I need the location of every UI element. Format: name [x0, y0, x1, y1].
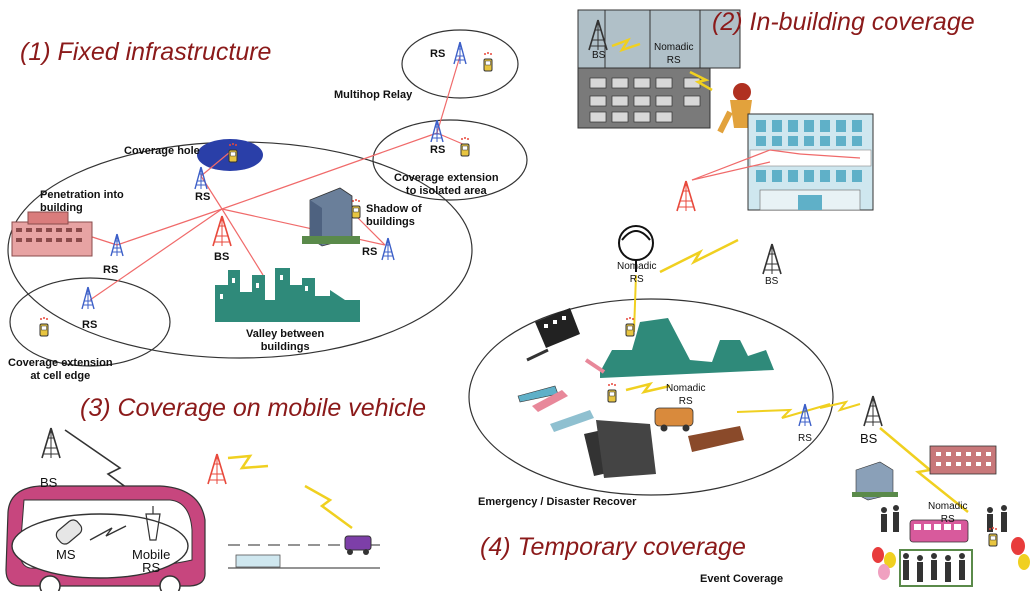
mobile-station-icon	[460, 136, 470, 157]
mobile-station-icon	[351, 198, 361, 219]
wireless-link-icon	[689, 70, 713, 92]
rs-tower-icon	[798, 403, 812, 427]
section-title-mobile-vehicle: (3) Coverage on mobile vehicle	[80, 394, 427, 422]
rs-label: RS	[362, 246, 378, 258]
rs-tower-icon	[381, 237, 395, 261]
emergency-area-ellipse	[468, 298, 834, 496]
fixed-infrastructure-section: Multihop Relay	[7, 29, 528, 367]
relay-links	[85, 55, 466, 301]
event-coverage-label: Event Coverage	[700, 573, 784, 585]
glass-building-icon	[747, 113, 874, 211]
rs-label: RS	[103, 264, 119, 276]
valley-between-buildings-label: Valley between buildings	[246, 328, 325, 353]
emergency-label: Emergency / Disaster Recover	[478, 496, 637, 508]
in-building-links	[691, 149, 861, 181]
balloons-icon	[872, 537, 1030, 580]
mobile-vehicle-section	[5, 427, 380, 591]
bs-label: BS	[214, 251, 230, 263]
coverage-hole-label: Coverage hole	[124, 145, 200, 157]
rs-tower-icon	[194, 166, 208, 190]
bs-tower-icon	[762, 243, 782, 275]
nomadic-rs-label: Nomadic RS	[666, 383, 706, 407]
nomadic-rs-label: Nomadic RS	[928, 501, 968, 525]
mobile-rs-icon	[145, 506, 161, 541]
road-and-car-icon	[228, 535, 380, 569]
coverage-extension-edge-label: Coverage extension at cell edge	[8, 357, 113, 382]
bs-tower-icon	[676, 180, 696, 212]
person-with-phone-icon	[717, 83, 752, 134]
rs-tower-icon	[110, 233, 124, 257]
event-buildings-icon	[852, 445, 997, 501]
penetration-label: Penetration into building	[40, 189, 124, 214]
section-title-temporary: (4) Temporary coverage	[480, 533, 746, 561]
bs-tower-icon	[41, 427, 61, 459]
nomadic-rs-label: Nomadic RS	[617, 261, 657, 285]
rs-label: RS	[195, 191, 211, 203]
shadow-building-icon	[302, 187, 360, 247]
multihop-ellipse	[401, 29, 519, 99]
shadow-of-buildings-label: Shadow of buildings	[366, 203, 422, 228]
in-building-section	[577, 9, 874, 212]
coverage-extension-isolated-label: Coverage extension to isolated area	[394, 172, 499, 197]
bs-tower-icon	[207, 453, 227, 485]
mobile-station-icon	[625, 316, 635, 337]
rs-label: RS	[430, 144, 446, 156]
cell-edge-ellipse	[9, 277, 171, 367]
valley-buildings-icon	[215, 268, 360, 322]
mobile-station-icon	[483, 51, 493, 72]
wireless-link-icon	[879, 427, 969, 513]
ms-phone-icon	[55, 519, 83, 545]
mobile-station-icon	[39, 316, 49, 337]
wireless-link-icon	[611, 37, 641, 53]
temporary-coverage-section	[468, 225, 1030, 587]
office-building-icon	[577, 9, 741, 129]
wireless-link-icon	[736, 403, 831, 419]
bs-tower-icon	[863, 395, 883, 427]
penetration-building-icon	[11, 211, 93, 257]
bus-icon	[5, 485, 206, 591]
wireless-link-icon	[227, 454, 269, 470]
rs-tower-icon	[430, 119, 444, 143]
tether-line	[633, 274, 637, 333]
event-crowd-icon	[872, 505, 1030, 587]
bs-label: BS	[765, 276, 779, 287]
wireless-link-icon	[659, 238, 739, 274]
wireless-link-icon	[304, 484, 353, 530]
bs-label: BS	[592, 50, 606, 61]
rs-label: RS	[430, 48, 446, 60]
bs-label: BS	[40, 475, 58, 490]
section-title-fixed: (1) Fixed infrastructure	[20, 38, 272, 66]
wireless-link-icon	[625, 381, 671, 394]
ms-label: MS	[56, 547, 76, 562]
nomadic-rs-label: Nomadic RS	[654, 42, 694, 66]
bs-tower-icon	[212, 215, 232, 247]
section-title-in-building: (2) In-building coverage	[712, 8, 975, 36]
wireless-link-icon	[89, 525, 127, 541]
multihop-relay-label: Multihop Relay	[334, 89, 413, 101]
mobile-station-icon	[607, 382, 617, 403]
bs-label: BS	[860, 431, 878, 446]
balloon-icon	[618, 225, 654, 272]
isolated-area-ellipse	[372, 119, 528, 201]
mobile-rs-label: Mobile RS	[132, 547, 171, 575]
rs-label: RS	[798, 433, 812, 444]
disaster-buildings-icon	[517, 308, 774, 478]
rs-label: RS	[82, 319, 98, 331]
rs-tower-icon	[453, 41, 467, 65]
wireless-link-icon	[819, 400, 861, 412]
